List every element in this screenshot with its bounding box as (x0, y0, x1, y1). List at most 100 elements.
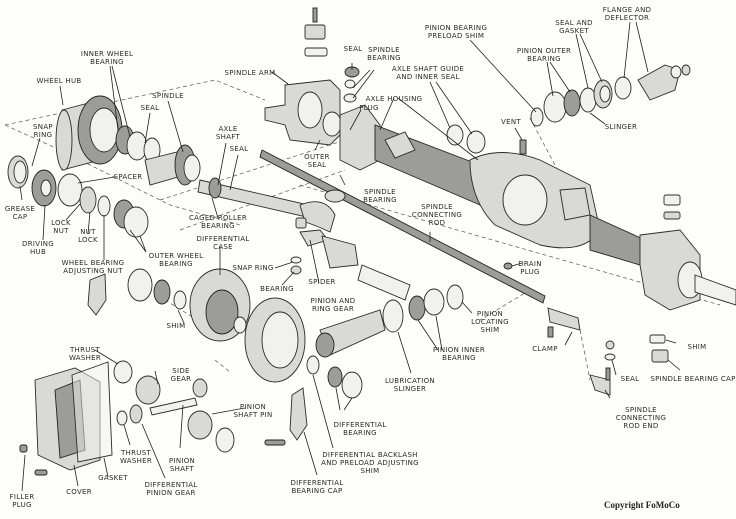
label-bearing-ujoint: BEARING (260, 285, 294, 293)
axle-shaft-part (197, 177, 336, 233)
label-spider: SPIDER (308, 278, 336, 286)
axle-housing-part (339, 104, 736, 311)
label-outer-wheel-bearing: OUTER WHEEL BEARING (148, 252, 204, 268)
seal-right-part (604, 340, 616, 361)
label-driving-hub: DRIVING HUB (22, 240, 54, 256)
grease-cap-part (7, 155, 29, 189)
spindle-cap-right-part (649, 194, 681, 363)
label-drain-plug: DRAIN PLUG (518, 260, 542, 276)
spindle-connecting-rod-part (259, 149, 546, 304)
label-pinion-bearing-preload-shim: PINION BEARING PRELOAD SHIM (424, 24, 488, 40)
nut-lock-part (97, 195, 111, 217)
label-thrust-washer-bottom: THRUST WASHER (119, 449, 153, 465)
pinion-inner-bearing-part (408, 288, 445, 321)
label-thrust-washer-top: THRUST WASHER (68, 346, 102, 362)
label-differential-pinion-gear: DIFFERENTIAL PINION GEAR (144, 481, 198, 497)
bearing-cup-left-part (127, 268, 187, 310)
label-spindle-arm: SPINDLE ARM (224, 69, 276, 77)
label-snap-ring-hub: SNAP RING (33, 123, 53, 139)
label-wheel-bearing-adjusting-nut: WHEEL BEARING ADJUSTING NUT (61, 259, 125, 275)
label-spindle-connecting-rod-end: SPINDLE CONNECTING ROD END (615, 406, 667, 430)
label-wheel-hub: WHEEL HUB (36, 77, 82, 85)
drain-plug-part (503, 262, 513, 270)
bearing-cap-left-part (87, 273, 107, 316)
label-side-gear: SIDE GEAR (170, 367, 192, 383)
seal-top-part (343, 66, 360, 103)
label-seal-right: SEAL (620, 375, 640, 383)
label-snap-ring-ujoint: SNAP RING (232, 264, 274, 272)
pinion-bearing-preload-shim-part (530, 107, 544, 127)
side-gear-right-part (187, 378, 235, 453)
pinion-locating-shim-part (446, 284, 464, 310)
label-pinion-inner-bearing: PINION INNER BEARING (433, 346, 485, 362)
ring-gear-part (244, 297, 306, 383)
spindle-cap-top-part (304, 7, 328, 57)
lock-nut-part (79, 186, 97, 214)
label-differential-bearing: DIFFERENTIAL BEARING (333, 421, 387, 437)
spindle-part (144, 144, 201, 186)
differential-pinion-gear-part (129, 404, 143, 424)
label-pinion-shaft: PINION SHAFT (168, 457, 196, 473)
flange-part (614, 64, 691, 101)
label-seal-top: SEAL (343, 45, 363, 53)
label-cover: COVER (66, 488, 92, 496)
label-spindle-bearing-cap: SPINDLE BEARING CAP (650, 375, 736, 383)
leader-lines (19, 21, 681, 492)
label-differential-case: DIFFERENTIAL CASE (196, 235, 250, 251)
label-pinion-outer-bearing: PINION OUTER BEARING (516, 47, 572, 63)
label-pinion-locating-shim: PINION LOCATING SHIM (471, 310, 509, 334)
lubrication-slinger-part (382, 299, 404, 333)
pinion-outer-bearing-part (543, 89, 581, 123)
filler-plug-part (19, 444, 48, 476)
label-differential-bearing-cap: DIFFERENTIAL BEARING CAP (290, 479, 344, 495)
wheel-hub-part (55, 95, 123, 171)
label-inner-wheel-bearing: INNER WHEEL BEARING (80, 50, 134, 66)
label-axle-housing: AXLE HOUSING (365, 95, 423, 103)
label-spindle: SPINDLE (152, 92, 184, 100)
pinion-gear-part (315, 309, 386, 358)
label-vent: VENT (501, 118, 521, 126)
seal-and-gasket-part (593, 79, 613, 109)
differential-bearing-part (327, 366, 363, 399)
label-clamp: CLAMP (532, 345, 558, 353)
assembly-line-pinion (479, 117, 601, 321)
driving-hub-part (31, 169, 57, 207)
cover-part (34, 361, 113, 471)
clamp-part (547, 307, 581, 338)
label-differential-backlash-shim: DIFFERENTIAL BACKLASH AND PRELOAD ADJUST… (321, 451, 419, 475)
label-shim-left: SHIM (166, 322, 186, 330)
label-gasket: GASKET (98, 474, 128, 482)
label-spacer: SPACER (113, 173, 143, 181)
label-seal-axle: SEAL (229, 145, 249, 153)
label-axle-shaft-guide: AXLE SHAFT GUIDE AND INNER SEAL (391, 65, 465, 81)
label-spindle-bearing-top: SPINDLE BEARING (367, 46, 401, 62)
copyright-notice: Copyright FoMoCo (604, 500, 680, 510)
u-joint-part (290, 217, 411, 301)
label-grease-cap: GREASE CAP (4, 205, 36, 221)
inner-wheel-bearing-part (115, 125, 148, 161)
slinger-part (579, 87, 597, 113)
label-shim-right: SHIM (687, 343, 707, 351)
vent-part (519, 139, 527, 155)
label-seal-and-gasket: SEAL AND GASKET (555, 19, 593, 35)
spindle-arm-part (264, 79, 342, 146)
label-plug: PLUG (359, 104, 379, 112)
label-flange-and-deflector: FLANGE AND DEFLECTOR (602, 6, 652, 22)
thrust-washer-top-part (113, 360, 133, 384)
label-spindle-bearing-mid: SPINDLE BEARING (363, 188, 397, 204)
spacer-part (57, 173, 83, 207)
differential-case-part (189, 268, 251, 342)
differential-bearing-cap-part (264, 387, 308, 446)
rod-end-part (589, 367, 611, 396)
label-axle-shaft: AXLE SHAFT (215, 125, 241, 141)
label-lock-nut: LOCK NUT (51, 219, 71, 235)
outer-wheel-bearing-part (113, 199, 149, 238)
label-outer-seal: OUTER SEAL (304, 153, 330, 169)
pinion-shaft-part (149, 397, 198, 416)
label-spindle-connecting-rod: SPINDLE CONNECTING ROD (411, 203, 463, 227)
side-gear-part (135, 375, 161, 405)
label-caged-roller-bearing: CAGED ROLLER BEARING (188, 214, 248, 230)
label-seal-hub: SEAL (140, 104, 160, 112)
